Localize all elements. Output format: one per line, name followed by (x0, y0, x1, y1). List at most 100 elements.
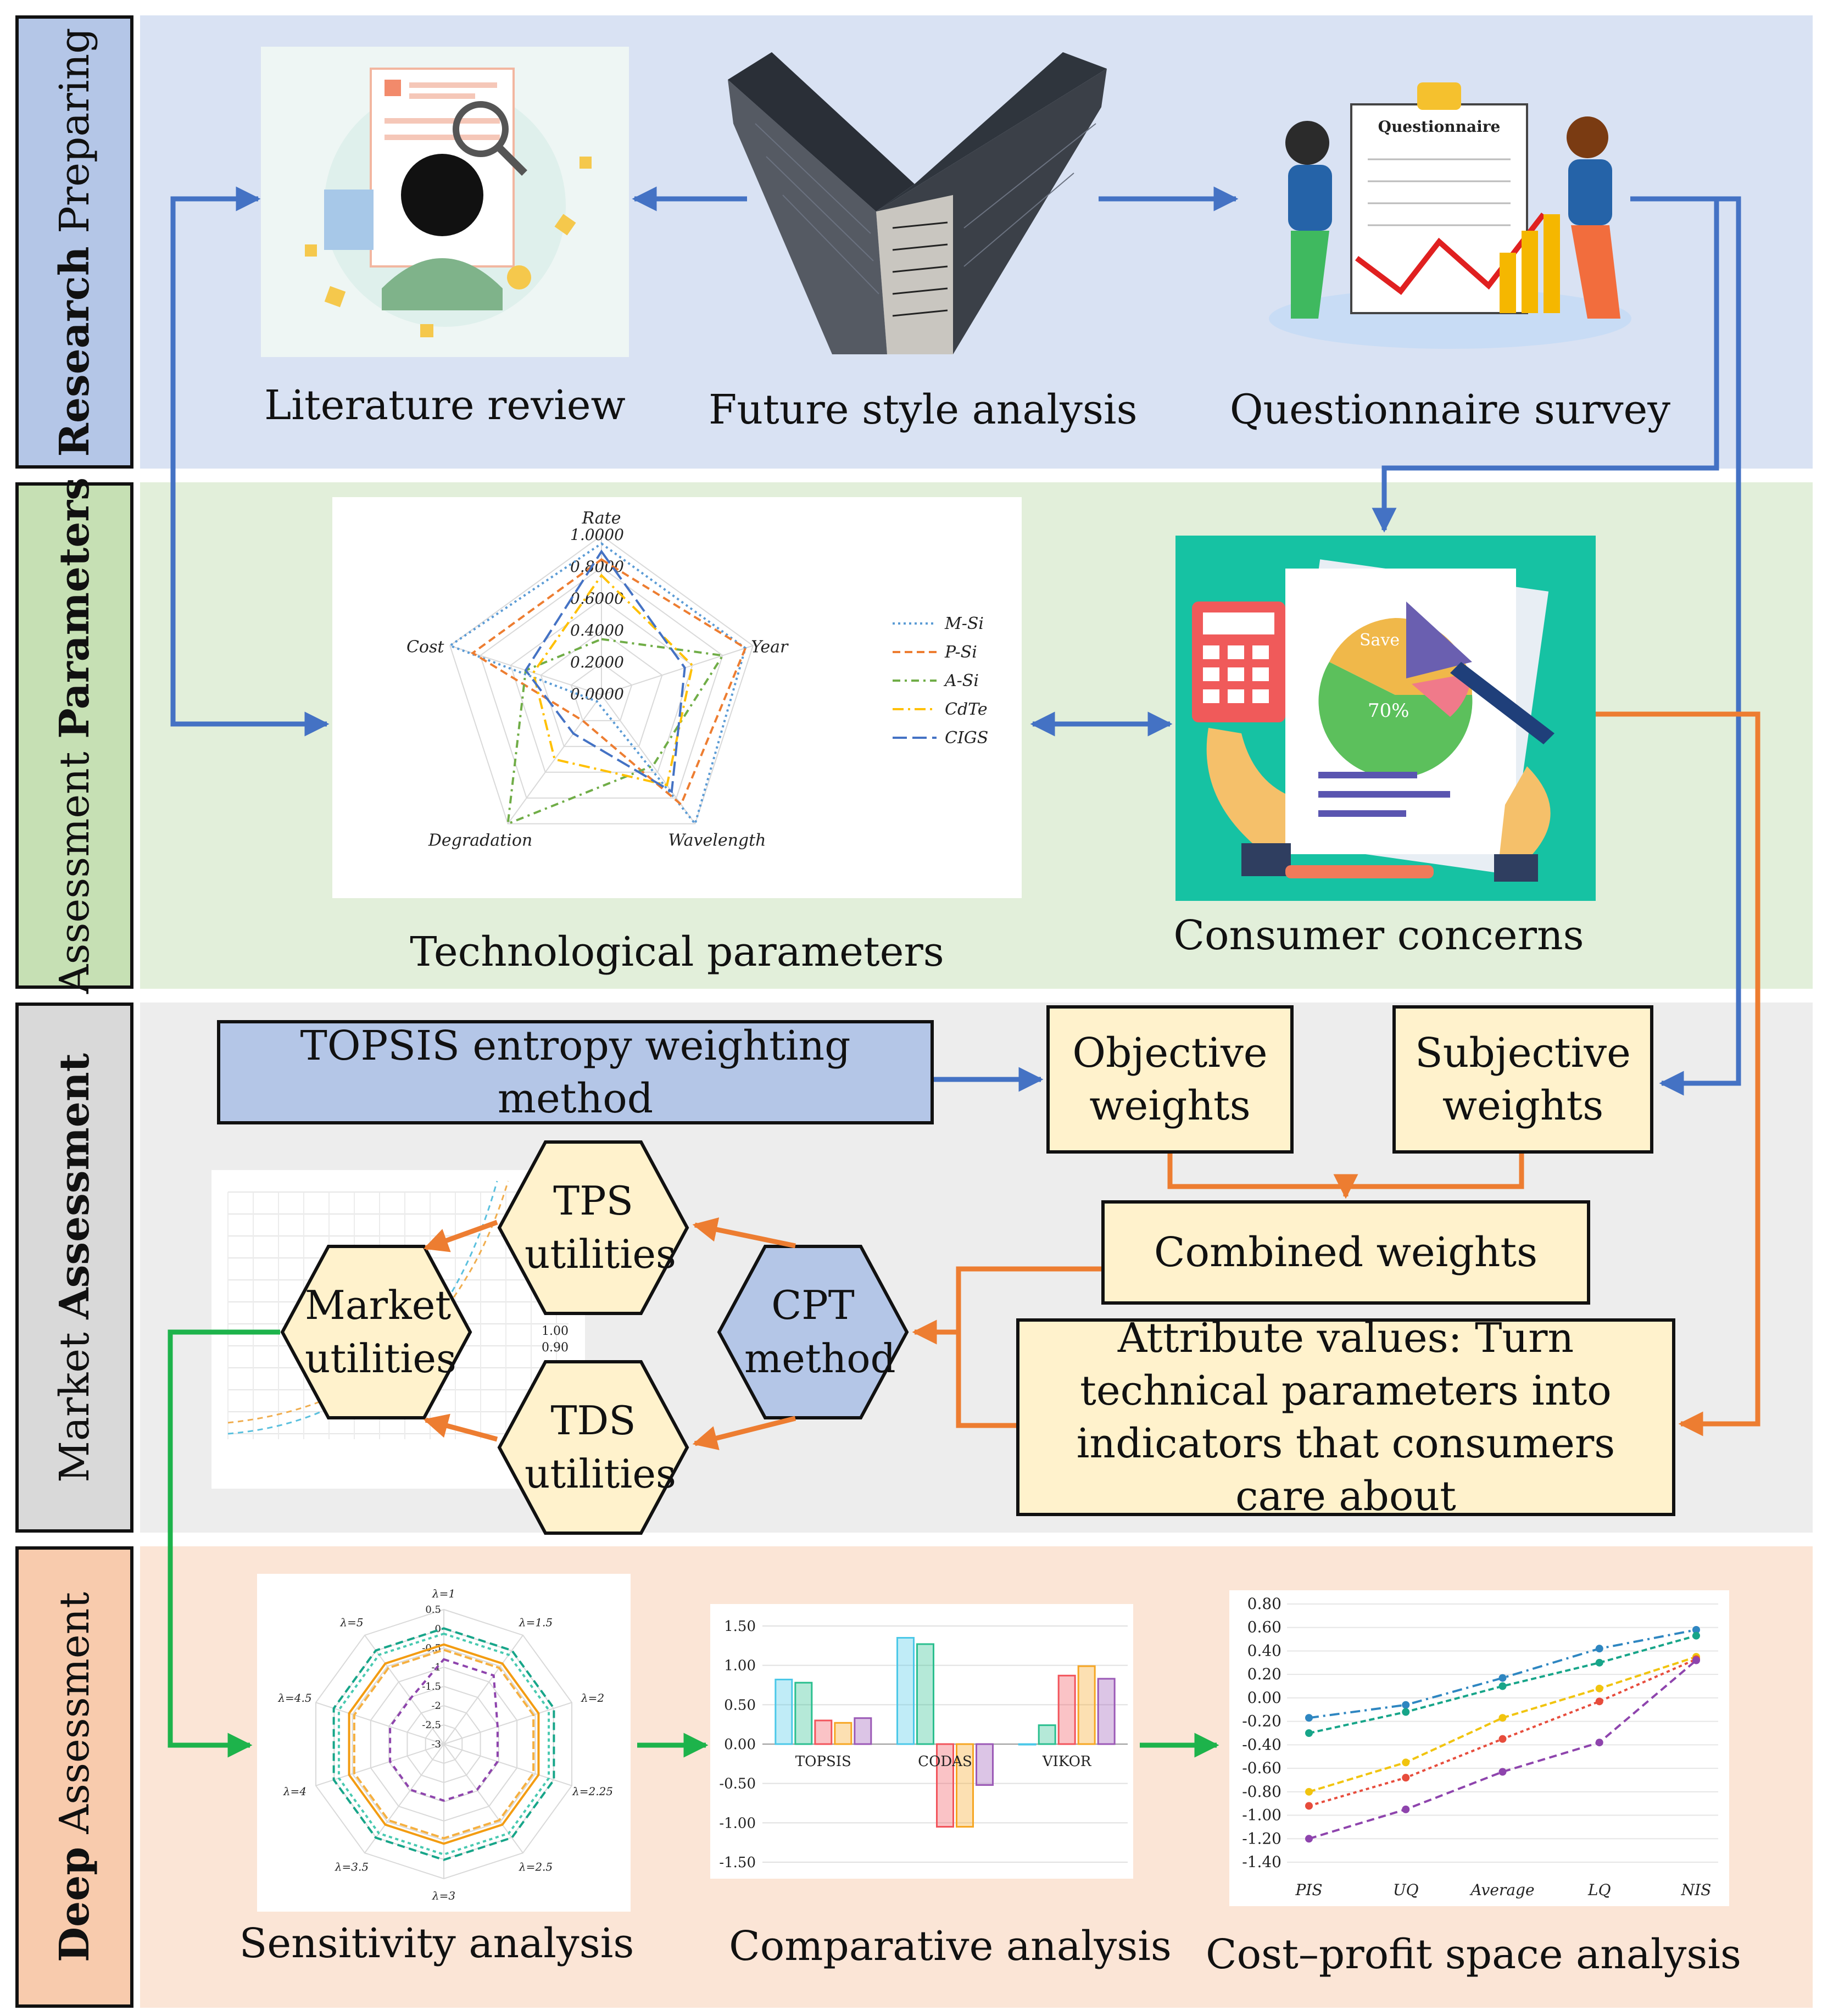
bg-tick-label: 0.90 (542, 1341, 569, 1355)
literature-review-label: Literature review (264, 382, 626, 429)
tps-utilities-label: TPS utilities (525, 1177, 676, 1277)
line-point (1305, 1835, 1313, 1843)
line-point (1402, 1758, 1410, 1767)
line-point (1595, 1697, 1603, 1706)
line-point (1498, 1735, 1507, 1743)
future-building-image (728, 52, 1107, 354)
line-ytick-label: 0.60 (1247, 1618, 1281, 1636)
pie-label-save: Save (1359, 631, 1400, 650)
sensitivity-radar-chart: λ=1λ=1.5λ=2λ=2.25λ=2.5λ=3λ=3.5λ=4λ=4.5λ=… (257, 1574, 631, 1912)
sens-axis-label: λ=2.5 (519, 1860, 553, 1873)
line-point (1692, 1631, 1700, 1640)
tds-utilities-label: TDS utilities (525, 1397, 676, 1497)
consumer-concerns-illustration: Save 70% (1175, 536, 1596, 901)
bar-vikor-2 (1057, 1674, 1076, 1745)
literature-review-illustration (261, 47, 629, 357)
bar-codas-0 (896, 1637, 915, 1745)
line-ytick-label: -0.80 (1242, 1783, 1281, 1801)
technological-parameters-label: Technological parameters (410, 928, 944, 976)
tps-utilities-hexagon: TPS utilities (497, 1140, 689, 1316)
radar-series-a-si (506, 638, 725, 826)
side-tab-market: Market Assessment (15, 1003, 133, 1533)
sens-axis-label: λ=2.25 (572, 1785, 613, 1798)
questionnaire-illustration: Questionnaire (1269, 82, 1631, 349)
comparative-analysis-label: Comparative analysis (729, 1923, 1172, 1970)
line-point (1498, 1674, 1507, 1682)
bar-ytick-label: -1.00 (719, 1815, 756, 1831)
bar-ytick-label: -1.50 (719, 1855, 756, 1871)
line-xtick-label: NIS (1681, 1881, 1712, 1899)
line-point (1305, 1729, 1313, 1737)
sens-axis-label: λ=3 (432, 1889, 455, 1902)
questionnaire-title: Questionnaire (1378, 118, 1501, 136)
tds-utilities-hexagon: TDS utilities (497, 1360, 689, 1535)
side-tab-research-bold: Research (51, 246, 98, 457)
radar-series-p-si (470, 558, 747, 806)
line-ytick-label: -1.20 (1242, 1829, 1281, 1847)
radar-tick-label: 0.6000 (570, 589, 624, 608)
line-series-4 (1308, 1659, 1697, 1840)
line-ytick-label: -0.40 (1242, 1735, 1281, 1753)
cost-profit-line-chart: 0.800.600.400.200.00-0.20-0.40-0.60-0.80… (1229, 1590, 1729, 1906)
legend-label: P-Si (944, 643, 977, 662)
line-ytick-label: -1.00 (1242, 1806, 1281, 1824)
line-point (1402, 1774, 1410, 1782)
pie-label-percent: 70% (1368, 700, 1409, 722)
sens-spoke (315, 1744, 444, 1786)
side-tab-deep-bold: Deep (51, 1846, 98, 1963)
bar-topsis-2 (814, 1719, 833, 1745)
attribute-values-box: Attribute values: Turn technical paramet… (1016, 1315, 1675, 1520)
line-ytick-label: -0.20 (1242, 1712, 1281, 1730)
line-xtick-label: LQ (1587, 1881, 1611, 1899)
bar-codas-2 (936, 1743, 954, 1828)
radar-grid (570, 662, 633, 721)
sens-tick-label: 0.5 (425, 1604, 441, 1616)
cpt-method-label: CPT method (744, 1282, 896, 1382)
sens-axis-label: λ=4 (283, 1785, 307, 1798)
bar-category-label: VIKOR (1042, 1753, 1092, 1770)
sens-spoke (443, 1744, 523, 1853)
bar-codas-3 (956, 1743, 974, 1828)
future-style-label: Future style analysis (709, 386, 1138, 433)
line-point (1595, 1739, 1603, 1747)
line-point (1305, 1787, 1313, 1796)
bar-ytick-label: 1.50 (724, 1618, 756, 1635)
side-tab-research: Research Preparing (15, 15, 133, 469)
bar-ytick-label: 1.00 (724, 1658, 756, 1674)
bar-vikor-0 (1018, 1743, 1037, 1746)
bar-ytick-label: 0.00 (724, 1736, 756, 1753)
line-point (1402, 1805, 1410, 1813)
sens-spoke (443, 1635, 523, 1745)
line-xtick-label: PIS (1295, 1881, 1322, 1899)
legend-label: CIGS (945, 728, 988, 748)
radar-axis-label: Wavelength (668, 831, 766, 850)
sens-series (337, 1632, 550, 1856)
radar-grid (510, 598, 693, 773)
radar-grid (540, 630, 663, 747)
side-tab-market-normal: Market (51, 1332, 98, 1483)
line-point (1305, 1714, 1313, 1722)
cpt-method-hexagon: CPT method (717, 1244, 909, 1420)
sens-axis-label: λ=5 (339, 1616, 363, 1629)
line-ytick-label: -1.40 (1242, 1853, 1281, 1871)
bar-vikor-1 (1038, 1724, 1056, 1745)
side-tab-research-normal: Preparing (51, 27, 98, 233)
sens-series (348, 1643, 540, 1845)
bar-bg (710, 1604, 1133, 1879)
line-ytick-label: -0.60 (1242, 1759, 1281, 1777)
sens-tick-label: -2.5 (422, 1719, 441, 1731)
sens-series (389, 1658, 499, 1802)
line-point (1595, 1684, 1603, 1692)
sens-spoke (364, 1744, 444, 1853)
legend-label: M-Si (944, 614, 984, 633)
sens-tick-label: -1.5 (422, 1681, 441, 1692)
radar-spoke (601, 645, 754, 695)
legend-label: A-Si (943, 671, 979, 690)
radar-tick-label: 0.2000 (570, 653, 624, 671)
line-point (1402, 1701, 1410, 1709)
line-xtick-label: Average (1469, 1881, 1534, 1899)
radar-axis-label: Year (751, 637, 789, 656)
cost-profit-analysis-label: Cost–profit space analysis (1206, 1931, 1742, 1978)
bg-tick-label: 1.00 (542, 1324, 569, 1338)
